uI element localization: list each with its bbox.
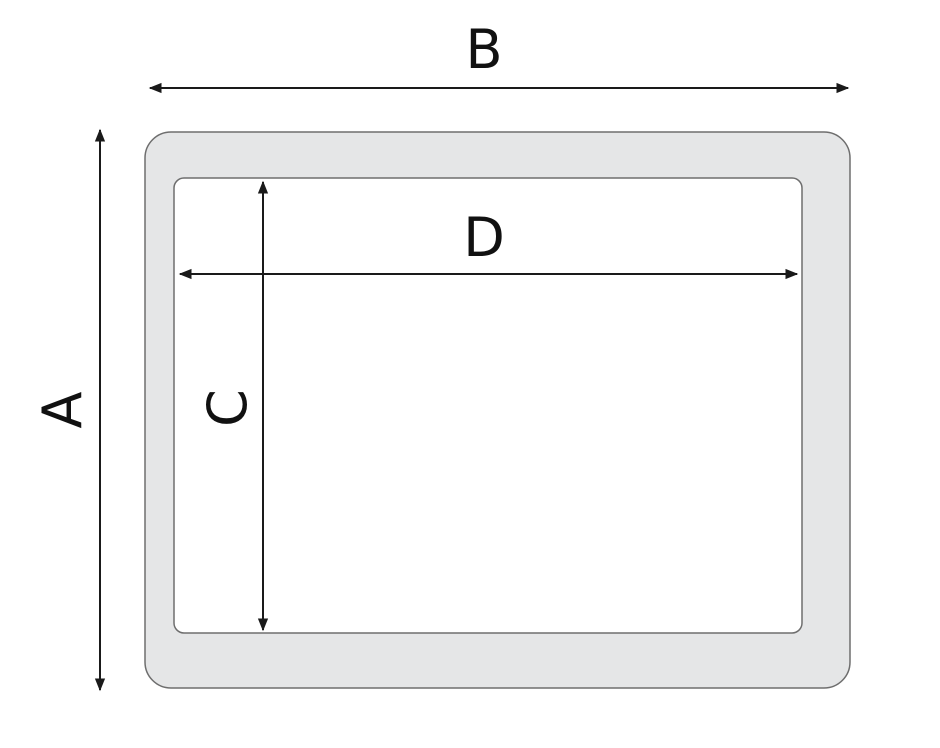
label-inner-height: C (196, 389, 259, 427)
label-outer-height: A (31, 391, 94, 428)
inner-opening (173, 177, 803, 634)
label-outer-width: B (465, 18, 502, 81)
label-inner-width: D (463, 206, 505, 269)
